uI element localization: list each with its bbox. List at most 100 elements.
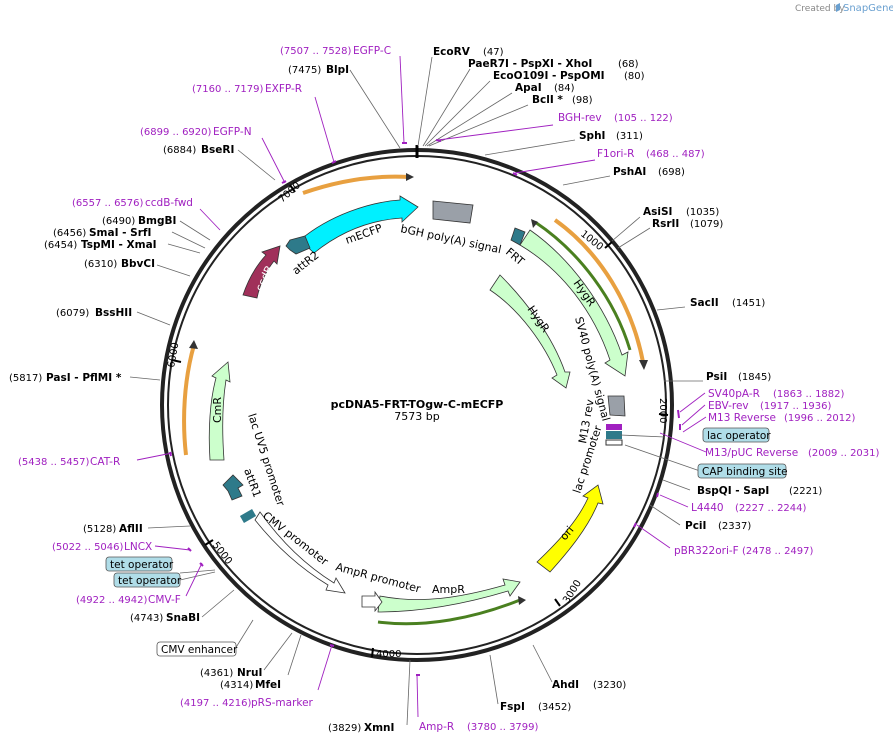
site-pasi[interactable]: PasI - PflMI *	[46, 372, 122, 384]
site-bspqi[interactable]: BspQI - SapI	[697, 485, 769, 497]
site-pshai[interactable]: PshAI	[613, 166, 646, 178]
site-rsrii[interactable]: RsrII	[652, 218, 679, 230]
cmv-promoter-arrow[interactable]	[254, 511, 346, 594]
site-snabi-pos: (4743)	[130, 613, 163, 624]
snapgene-brand: SnapGene	[843, 3, 893, 14]
primer-sv40pa-r-range: (1863 .. 1882)	[773, 389, 845, 400]
site-apai[interactable]: ApaI	[515, 82, 542, 94]
site-bseri-pos: (6884)	[163, 145, 196, 156]
created-by-text: Created by	[795, 4, 845, 14]
ampr-label: AmpR	[432, 583, 465, 596]
site-ecorv-pos: (47)	[483, 47, 504, 58]
site-smai[interactable]: SmaI - SrfI	[89, 227, 151, 239]
site-fspi[interactable]: FspI	[500, 701, 525, 713]
site-bbvci[interactable]: BbvCI	[121, 258, 155, 270]
site-pcii[interactable]: PciI	[685, 520, 706, 532]
site-asisi[interactable]: AsiSI	[643, 206, 672, 218]
site-bmgbi[interactable]: BmgBI	[138, 215, 176, 227]
site-bcli[interactable]: BclI *	[532, 94, 563, 106]
site-blpi[interactable]: BlpI	[326, 64, 349, 76]
tet-operator-box-1[interactable]	[105, 556, 173, 572]
primer-egfp-c-range: (7507 .. 7528)	[280, 46, 352, 57]
ccdb-arrow[interactable]	[242, 245, 281, 299]
mecfp-arrow[interactable]	[299, 195, 419, 254]
lac-promoter-block[interactable]	[605, 439, 623, 446]
primer-sv40pa-r[interactable]: SV40pA-R	[708, 388, 760, 400]
cmr-arrow[interactable]	[208, 361, 231, 461]
attr1-label: attR1	[241, 467, 263, 500]
orange-arc-left	[182, 344, 196, 456]
m13-block[interactable]	[606, 424, 622, 430]
frt-label: FRT	[503, 245, 527, 268]
site-ecoo109i-pos: (80)	[624, 71, 645, 82]
primer-cat-r[interactable]: CAT-R	[90, 456, 120, 468]
site-aflii[interactable]: AflII	[119, 523, 143, 535]
site-bspqi-pos: (2221)	[789, 486, 822, 497]
primer-egfp-n[interactable]: EGFP-N	[213, 126, 252, 138]
ori-arrow[interactable]	[536, 484, 604, 573]
ampr-promoter-arrow[interactable]	[361, 590, 383, 613]
primer-ebv-rev-range: (1917 .. 1936)	[760, 401, 832, 412]
primer-egfp-c[interactable]: EGFP-C	[353, 45, 391, 57]
site-ecorv[interactable]: EcoRV	[433, 46, 471, 58]
primer-amp-r-range: (3780 .. 3799)	[467, 722, 539, 733]
site-rsrii-pos: (1079)	[690, 219, 723, 230]
site-psii-pos: (1845)	[738, 372, 771, 383]
primer-m13-reverse-range: (1996 .. 2012)	[784, 413, 856, 424]
primer-ccdb-fwd[interactable]: ccdB-fwd	[145, 197, 193, 209]
bgh-polya-block[interactable]	[432, 200, 474, 224]
lac-operator-block[interactable]	[606, 431, 622, 439]
primer-ebv-rev[interactable]: EBV-rev	[708, 400, 749, 412]
tick-marks	[171, 184, 669, 658]
primer-exfp-r[interactable]: EXFP-R	[265, 83, 302, 95]
cmr-label: CmR	[211, 397, 224, 423]
site-snabi[interactable]: SnaBI	[166, 612, 200, 624]
site-ahdi[interactable]: AhdI	[552, 679, 579, 691]
cmv-enhancer-box[interactable]	[156, 641, 237, 657]
site-bcli-pos: (98)	[572, 95, 593, 106]
site-mfei-pos: (4314)	[220, 680, 253, 691]
tick-label-5000: 5000	[210, 540, 234, 567]
primer-l4440[interactable]: L4440	[691, 502, 724, 514]
primer-cmv-f[interactable]: CMV-F	[148, 594, 181, 606]
primer-m13-reverse[interactable]: M13 Reverse	[708, 412, 776, 424]
hygr-arrow-inner[interactable]	[489, 274, 571, 389]
primer-bgh-rev[interactable]: BGH-rev	[558, 112, 602, 124]
site-ecoo109i[interactable]: EcoO109I - PspOMI	[493, 70, 605, 82]
primer-pbr322ori-f[interactable]: pBR322ori-F	[674, 545, 739, 557]
tet-operator-box-2[interactable]	[113, 572, 181, 588]
primer-prs-marker[interactable]: pRS-marker	[251, 697, 314, 709]
site-pshai-pos: (698)	[658, 167, 685, 178]
sv40-block[interactable]	[607, 395, 626, 417]
site-paer7i[interactable]: PaeR7I - PspXI - XhoI	[468, 58, 592, 70]
site-psii[interactable]: PsiI	[706, 371, 727, 383]
site-xmni-pos: (3829)	[328, 723, 361, 734]
site-bsshii[interactable]: BssHII	[95, 307, 132, 319]
site-mfei[interactable]: MfeI	[255, 679, 281, 691]
orange-arc-right	[553, 218, 645, 363]
tet-operator-box-1-label: tet operator	[110, 559, 174, 571]
site-xmni[interactable]: XmnI	[364, 722, 394, 734]
lac-operator-box[interactable]	[702, 427, 770, 443]
site-nrui[interactable]: NruI	[237, 667, 262, 679]
primer-amp-r[interactable]: Amp-R	[419, 721, 454, 733]
lac-operator-box-label: lac operator	[707, 430, 771, 442]
attr1-arrow[interactable]	[222, 474, 244, 501]
leader-lines	[129, 56, 703, 726]
site-fspi-pos: (3452)	[538, 702, 571, 713]
primer-f1ori-r[interactable]: F1ori-R	[597, 148, 634, 160]
primer-bgh-rev-range: (105 .. 122)	[614, 113, 673, 124]
attr2-arrow[interactable]	[285, 235, 311, 255]
site-bseri[interactable]: BseRI	[201, 144, 234, 156]
ampr-arrow[interactable]	[377, 578, 521, 613]
primer-m13-puc-reverse[interactable]: M13/pUC Reverse	[705, 447, 798, 459]
tet-operator-block[interactable]	[239, 509, 257, 523]
primer-ccdb-fwd-range: (6557 .. 6576)	[72, 198, 144, 209]
site-sphi[interactable]: SphI	[579, 130, 605, 142]
site-asisi-pos: (1035)	[686, 207, 719, 218]
hygr-arrow-outer[interactable]	[519, 229, 629, 377]
primer-lncx[interactable]: LNCX	[124, 541, 152, 553]
site-tspmi[interactable]: TspMI - XmaI	[81, 239, 157, 251]
site-sacii[interactable]: SacII	[690, 297, 719, 309]
cap-site-box[interactable]	[697, 463, 787, 479]
